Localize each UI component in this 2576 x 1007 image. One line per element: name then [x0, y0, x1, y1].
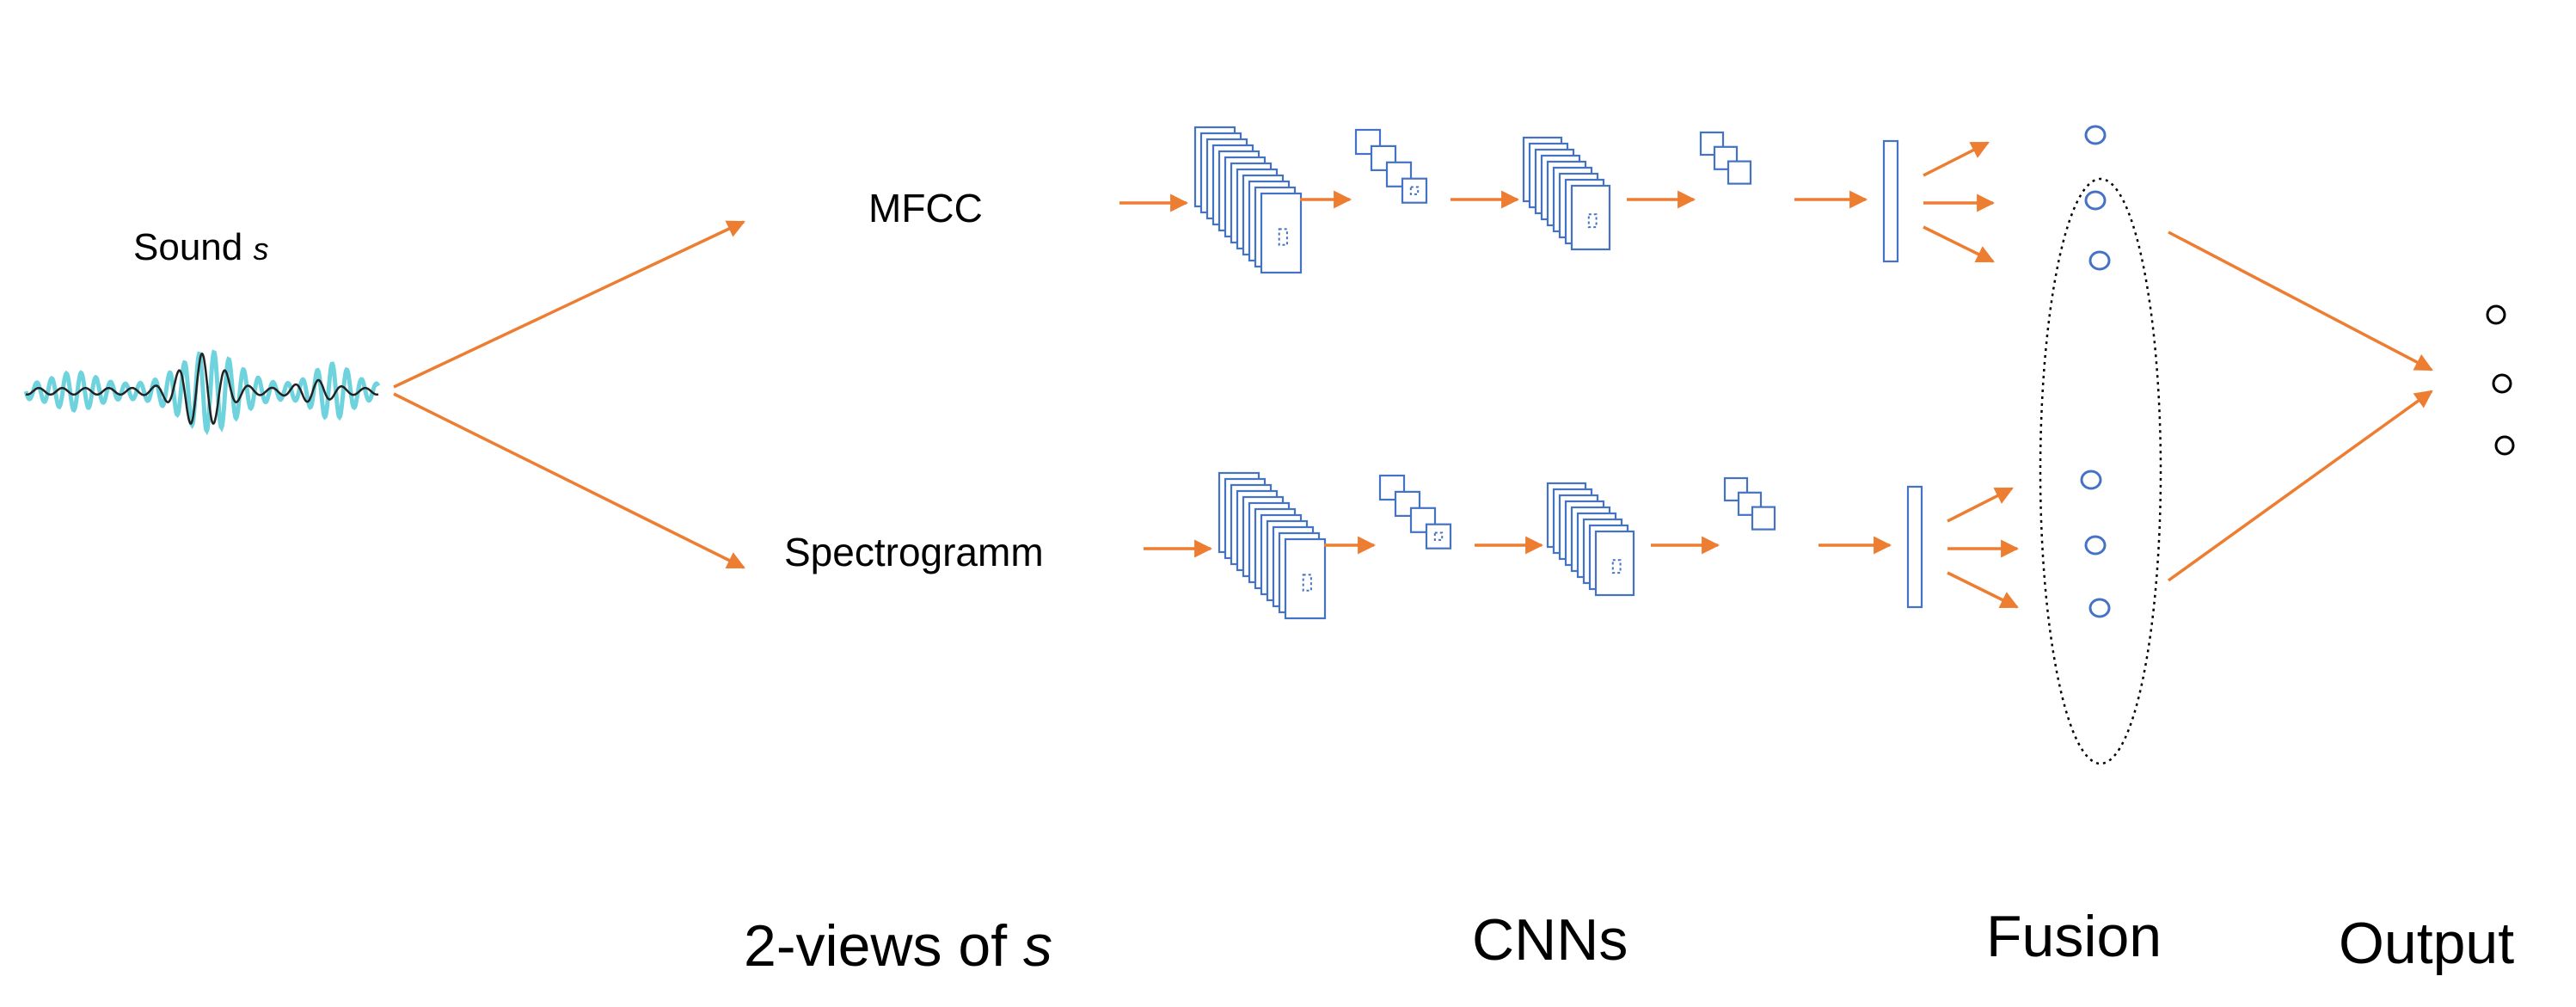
feature-map-stack-icon — [1522, 136, 1611, 251]
cnn-pipeline-spectrogramm — [1144, 471, 2020, 620]
feature-map-stack-icon — [1193, 126, 1303, 274]
arrow — [1947, 487, 2014, 523]
mfcc-label: MFCC — [868, 186, 983, 230]
pooling-stack-icon — [1378, 474, 1452, 550]
arrow — [1923, 225, 1995, 263]
pooling-stack-icon — [1699, 131, 1752, 185]
cnn-pipeline-mfcc — [1119, 126, 1996, 274]
sound-waveform-icon — [23, 349, 381, 436]
arrow-fusion-bottom-to-output — [2167, 390, 2433, 582]
arrow-to-spectrogramm — [393, 392, 745, 569]
output-neurons — [2486, 304, 2515, 456]
stage-label-cnns: CNNs — [1472, 907, 1628, 973]
pooling-stack-icon — [1723, 476, 1776, 531]
neuron-node-icon — [2088, 598, 2111, 618]
arrow — [1923, 141, 1990, 177]
neuron-node-icon — [2084, 190, 2107, 211]
neuron-node-icon — [2080, 470, 2102, 490]
feature-map-stack-icon — [1546, 482, 1635, 597]
stage-label-views: 2-views of s — [744, 913, 1052, 979]
stage-label-output: Output — [2339, 911, 2514, 976]
sound-label: Sound s — [133, 226, 268, 268]
dense-layer-icon — [1882, 139, 1899, 263]
neuron-node-icon — [2084, 125, 2107, 145]
arrow-fusion-top-to-output — [2168, 230, 2433, 371]
pooling-stack-icon — [1354, 128, 1428, 204]
output-arrows — [2167, 230, 2433, 582]
feature-map-stack-icon — [1217, 471, 1327, 620]
dense-layer-icon — [1906, 485, 1923, 609]
neuron-node-icon — [2494, 435, 2515, 456]
neuron-node-icon — [2486, 304, 2506, 325]
neuron-node-icon — [2084, 535, 2107, 556]
stage-label-fusion: Fusion — [1986, 904, 2162, 969]
branch-arrows — [393, 220, 745, 569]
fusion-neurons — [2080, 125, 2111, 618]
spectrogramm-label: Spectrogramm — [784, 530, 1044, 574]
arrow-to-mfcc — [393, 220, 745, 389]
fusion-ellipse — [2039, 177, 2162, 765]
neuron-node-icon — [2492, 373, 2512, 394]
arrow — [1947, 571, 2019, 609]
neuron-node-icon — [2088, 250, 2111, 271]
